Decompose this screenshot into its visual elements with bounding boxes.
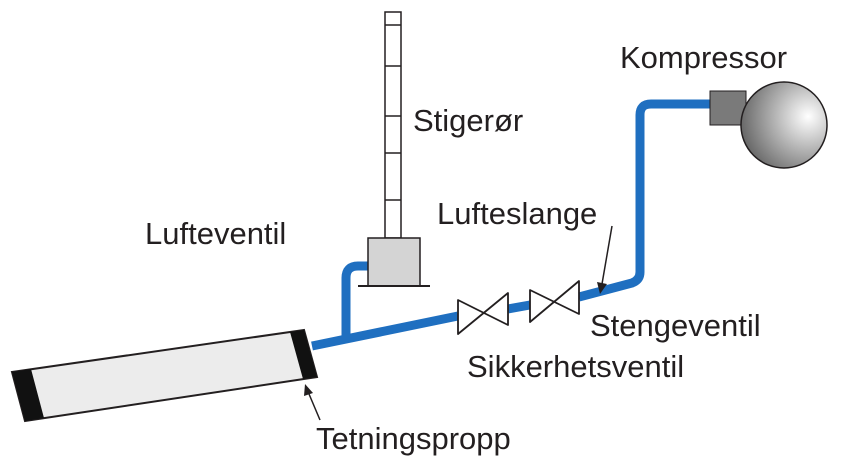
label-compressor: Kompressor	[620, 40, 787, 75]
air-hose-pointer	[597, 225, 613, 294]
vent-branch-pipe	[341, 261, 368, 338]
label-stop-valve: Stengeventil	[590, 308, 761, 343]
label-air-hose: Lufteslange	[437, 196, 597, 231]
stop-valve	[529, 280, 580, 323]
label-sealing-plug: Tetningspropp	[316, 421, 511, 456]
label-vent-valve: Lufteventil	[145, 216, 286, 251]
vent-valve-box	[358, 237, 430, 287]
riser-pipe	[384, 11, 402, 239]
compressor	[709, 81, 828, 169]
label-safety-valve: Sikkerhetsventil	[467, 349, 684, 384]
end-cap-left	[12, 369, 44, 421]
air-hose	[311, 99, 716, 351]
label-riser: Stigerør	[413, 103, 523, 138]
sealing-plug-pointer	[304, 384, 321, 421]
safety-valve	[457, 292, 509, 335]
sealing-plug	[290, 330, 317, 379]
test-pipe	[10, 328, 319, 423]
